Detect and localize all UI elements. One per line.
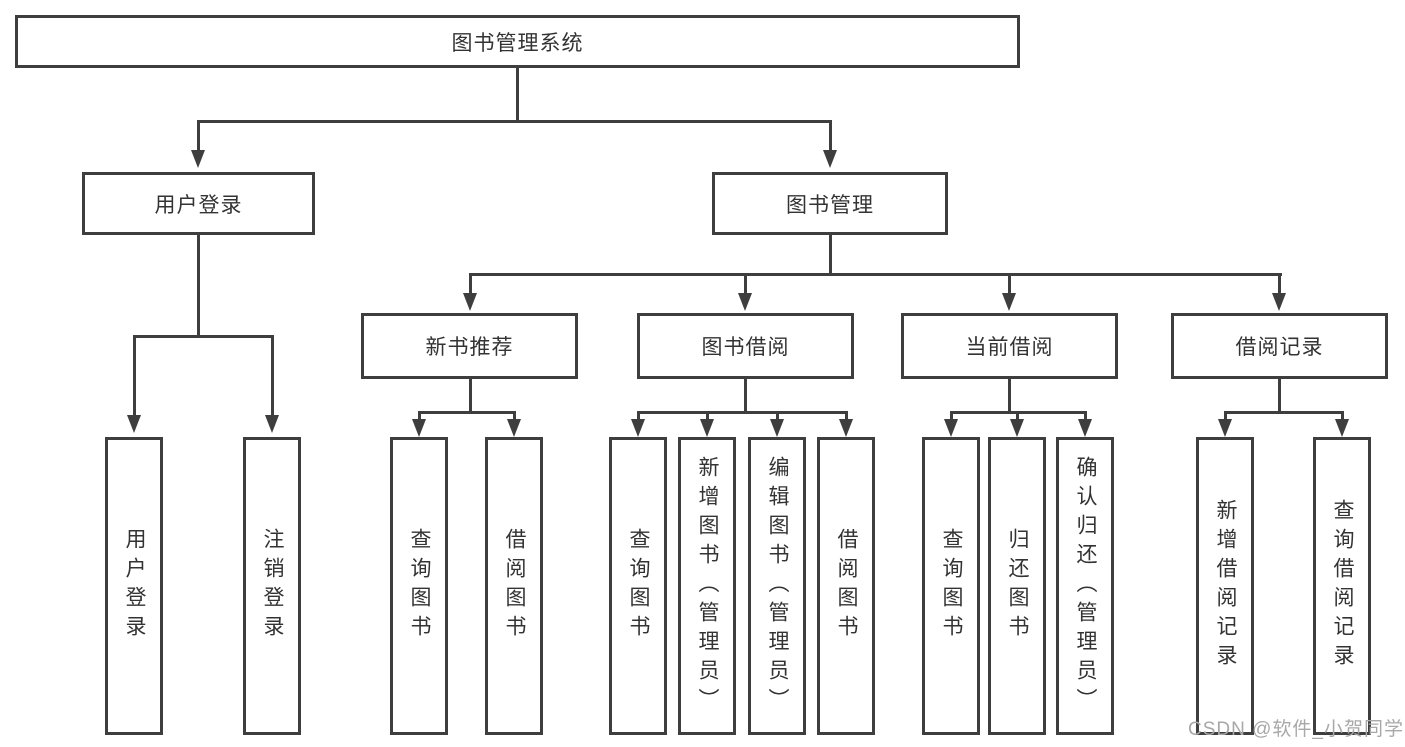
leaf-borrowing-edit-books-label: 编辑图书（管理员） [766,455,789,717]
arrowhead-icon [631,419,645,437]
node-root-label: 图书管理系统 [451,31,584,55]
arrowhead-icon [700,419,714,437]
leaf-user-login-label: 用户登录 [123,528,146,644]
connector-leaf-shaft [1341,411,1344,421]
node-user-login: 用户登录 [82,172,315,235]
node-book-borrowing-label: 图书借阅 [701,336,790,359]
connector-leaf-shaft [513,411,516,421]
connector-leaf-shaft [1084,411,1087,421]
leaf-borrowing-add-books: 新增图书（管理员） [678,437,736,735]
leaf-records-add-record-label: 新增借阅记录 [1214,499,1237,673]
leaf-logout-label: 注销登录 [261,528,284,644]
node-root: 图书管理系统 [15,15,1020,68]
node-new-book-recommend: 新书推荐 [361,313,578,379]
arrowhead-icon [944,419,958,437]
arrow-to-book-management-icon [823,150,837,168]
connector-leaf-shaft [845,411,848,421]
node-current-borrowing: 当前借阅 [901,313,1118,379]
leaf-current-return-books-label: 归还图书 [1006,528,1029,644]
leaf-recommend-query-books: 查询图书 [390,437,448,735]
connector-to-leaf-logout-shaft [271,335,274,417]
connector-leaf-shaft [1016,411,1019,421]
node-user-login-label: 用户登录 [154,193,243,217]
connector-leaf-shaft [950,411,953,421]
leaf-borrowing-add-books-label: 新增图书（管理员） [696,455,719,717]
connector-to-new-book-recommend-shaft [469,273,472,295]
arrowhead-icon [1010,419,1024,437]
connector-book-management-hline [469,273,1282,276]
leaf-borrowing-query-books: 查询图书 [609,437,667,735]
leaf-borrowing-borrow-books: 借阅图书 [817,437,875,735]
connector-leaf-shaft [706,411,709,421]
arrowhead-icon [507,419,521,437]
leaf-records-query-record-label: 查询借阅记录 [1331,499,1354,673]
leaf-recommend-query-books-label: 查询图书 [408,528,431,644]
leaf-user-login: 用户登录 [105,437,163,735]
leaf-recommend-borrow-books: 借阅图书 [485,437,543,735]
arrowhead-icon [839,419,853,437]
leaf-borrowing-query-books-label: 查询图书 [627,528,650,644]
arrowhead-icon [1335,419,1349,437]
connector-to-leaf-user-login-shaft [133,335,136,417]
connector-leaf-shaft [776,411,779,421]
node-book-management-label: 图书管理 [786,193,874,217]
csdn-watermark: CSDN @软件_小贺同学 [1188,719,1404,740]
leaf-recommend-borrow-books-label: 借阅图书 [503,528,526,644]
connector-to-book-management-shaft [829,120,832,152]
node-book-borrowing: 图书借阅 [637,313,854,379]
connector-book-borrowing-stem [744,379,747,411]
leaf-current-confirm-return-label: 确认归还（管理员） [1074,455,1097,717]
leaf-records-query-record: 查询借阅记录 [1313,437,1371,735]
leaf-records-add-record: 新增借阅记录 [1196,437,1254,735]
node-new-book-recommend-label: 新书推荐 [425,336,514,359]
connector-current-borrowing-stem [1008,379,1011,411]
node-borrowing-records: 借阅记录 [1171,313,1388,379]
arrow-to-book-borrowing-icon [738,293,752,311]
leaf-current-confirm-return: 确认归还（管理员） [1056,437,1114,735]
connector-user-login-hline [133,335,274,338]
connector-leaf-shaft [418,411,421,421]
connector-to-current-borrowing-shaft [1008,273,1011,295]
connector-to-user-login-shaft [197,120,200,152]
arrow-to-new-book-recommend-icon [463,293,477,311]
connector-book-borrowing-hline [637,411,848,414]
connector-borrowing-records-stem [1278,379,1281,411]
node-current-borrowing-label: 当前借阅 [965,336,1054,359]
connector-user-login-stem [197,235,200,335]
arrowhead-icon [1218,419,1232,437]
connector-borrowing-records-hline [1224,411,1344,414]
arrow-to-leaf-user-login-icon [127,415,141,433]
leaf-current-query-books: 查询图书 [922,437,980,735]
leaf-current-return-books: 归还图书 [988,437,1046,735]
leaf-current-query-books-label: 查询图书 [940,528,963,644]
arrow-to-current-borrowing-icon [1002,293,1016,311]
connector-to-borrowing-records-shaft [1278,273,1281,295]
node-borrowing-records-label: 借阅记录 [1235,336,1324,359]
arrow-to-user-login-icon [191,150,205,168]
connector-leaf-shaft [1224,411,1227,421]
connector-root-stem [516,68,519,120]
leaf-borrowing-borrow-books-label: 借阅图书 [835,528,858,644]
arrow-to-borrowing-records-icon [1272,293,1286,311]
arrow-to-leaf-logout-icon [265,415,279,433]
leaf-logout: 注销登录 [243,437,301,735]
arrowhead-icon [1078,419,1092,437]
connector-book-management-stem [829,235,832,273]
connector-to-book-borrowing-shaft [744,273,747,295]
connector-new-book-recommend-hline [418,411,516,414]
node-book-management: 图书管理 [712,172,948,235]
arrowhead-icon [770,419,784,437]
arrowhead-icon [412,419,426,437]
connector-new-book-recommend-stem [469,379,472,411]
connector-leaf-shaft [637,411,640,421]
connector-root-hline [197,120,832,123]
leaf-borrowing-edit-books: 编辑图书（管理员） [748,437,806,735]
